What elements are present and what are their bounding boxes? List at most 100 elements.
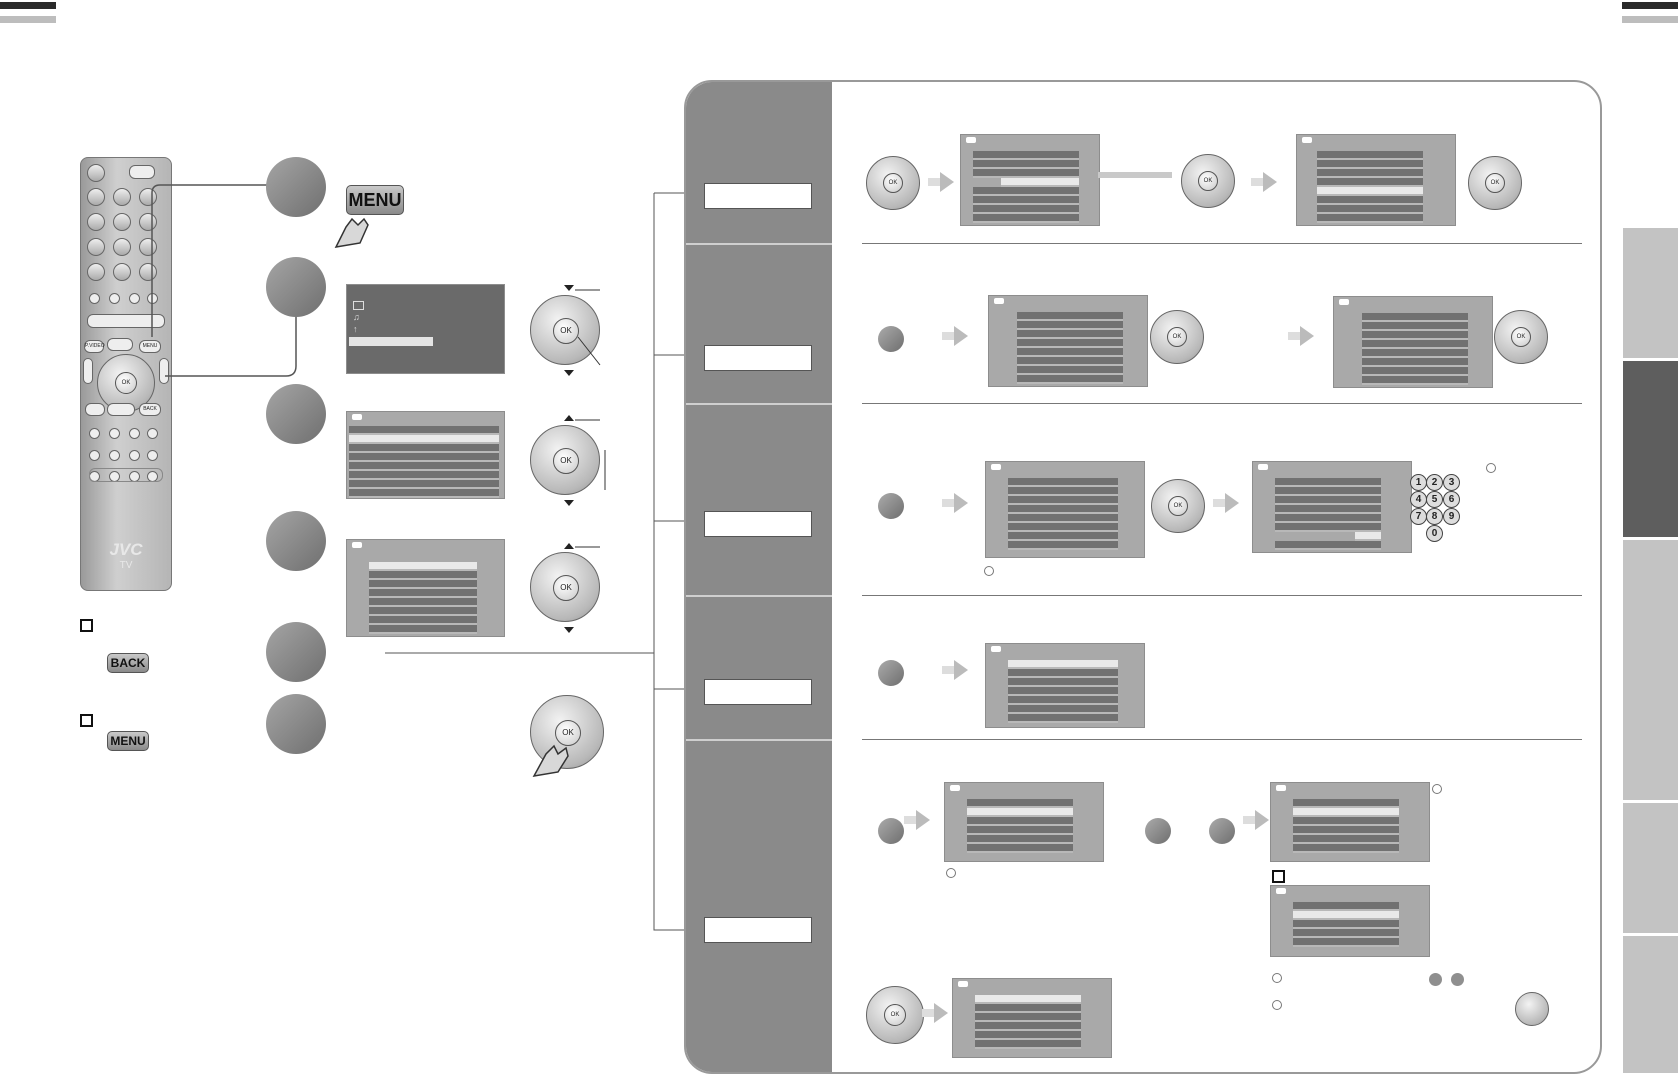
sec1-nav-pad-a[interactable]: OK [866,156,920,210]
green-button[interactable] [109,293,120,304]
colour-button-b[interactable] [1451,973,1464,986]
ff-button[interactable] [159,358,169,384]
ok-button[interactable]: OK [884,1004,906,1026]
key-4[interactable]: 4 [1410,491,1427,508]
note-ring [1272,973,1282,983]
power-button[interactable] [87,164,105,182]
pad-direction-marks [564,285,606,633]
note-square-2 [80,714,93,727]
sec1-nav-pad-b[interactable]: OK [1181,154,1235,208]
yellow-button[interactable] [129,293,140,304]
ok-button[interactable]: OK [1511,327,1531,347]
step-3-circle [266,384,326,444]
tab-4[interactable] [1623,803,1678,933]
number-0-button[interactable] [113,263,131,281]
remote-ok-button[interactable]: OK [115,372,137,394]
tab-3[interactable] [1623,540,1678,800]
ok-button[interactable]: OK [553,318,579,344]
sec2-screen-a [988,295,1148,387]
sec5-nav-pad[interactable]: OK [866,986,924,1044]
sec1-screen-b [1296,134,1456,226]
hand-press-ok-icon [532,744,569,777]
sec5-screen-b [1270,782,1430,862]
number-x-button[interactable] [87,263,105,281]
key-5[interactable]: 5 [1426,491,1443,508]
center-button[interactable] [107,338,133,351]
left-pill-button[interactable] [85,403,105,416]
sec3-nav-pad[interactable]: OK [1151,479,1205,533]
colour-button-a[interactable] [1429,973,1442,986]
ok-button[interactable]: OK [555,720,581,746]
sec1-screen-a [960,134,1100,226]
flow-arrow [1243,810,1269,830]
note-ring [1272,1000,1282,1010]
nav-pad-step3[interactable]: OK [530,425,600,495]
menu-key-small[interactable]: MENU [107,731,149,751]
tab-5[interactable] [1623,936,1678,1073]
tab-2-active[interactable] [1623,361,1678,537]
flow-arrow [942,660,968,680]
key-0[interactable]: 0 [1426,525,1443,542]
pivot-button[interactable]: P.VIDEO [84,340,105,353]
number-2-button[interactable] [113,188,131,206]
row-a3[interactable] [129,428,140,439]
number-5-button[interactable] [113,213,131,231]
menu-key[interactable]: MENU [346,185,404,215]
sec5-screen-c [1270,885,1430,957]
remote-menu-button[interactable]: MENU [139,340,161,353]
key-8[interactable]: 8 [1426,508,1443,525]
ok-button[interactable]: OK [1485,173,1505,193]
key-6[interactable]: 6 [1443,491,1460,508]
section-label-5 [704,917,812,943]
step-4-circle [266,511,326,571]
number-4-button[interactable] [87,213,105,231]
sec2-nav-pad-b[interactable]: OK [1494,310,1548,364]
tv-video-button[interactable] [129,165,155,179]
connector-bar [1098,172,1172,178]
row-a4[interactable] [147,428,158,439]
number-7-button[interactable] [87,238,105,256]
ok-button[interactable]: OK [1198,171,1218,191]
brand-logo: JVC [109,540,143,559]
key-7[interactable]: 7 [1410,508,1427,525]
number-8-button[interactable] [113,238,131,256]
sec1-nav-pad-c[interactable]: OK [1468,156,1522,210]
key-2[interactable]: 2 [1426,474,1443,491]
ok-button[interactable]: OK [1168,496,1188,516]
sec2-screen-b [1333,296,1493,388]
row-a2[interactable] [109,428,120,439]
ok-button[interactable]: OK [883,173,903,193]
key-9[interactable]: 9 [1443,508,1460,525]
remote-back-button[interactable]: BACK [139,403,161,416]
step-2-circle [266,257,326,317]
picture-icon [353,301,364,310]
back-key[interactable]: BACK [107,653,149,673]
row-b1[interactable] [89,450,100,461]
sec3-screen-b [1252,461,1412,553]
bottom-strip[interactable] [89,468,163,482]
ok-button[interactable]: OK [553,448,579,474]
row-b2[interactable] [109,450,120,461]
volume-bar[interactable] [87,314,165,328]
number-1-button[interactable] [87,188,105,206]
note-square-1 [80,619,93,632]
nav-pad-step4[interactable]: OK [530,552,600,622]
red-button[interactable] [89,293,100,304]
panel-side-column [686,82,832,1072]
mid-pill-button[interactable] [107,403,135,416]
header-bar-right-sub [1622,16,1678,23]
sec2-nav-pad-a[interactable]: OK [1150,310,1204,364]
row-a1[interactable] [89,428,100,439]
header-bar-left-sub [0,16,56,23]
ok-button[interactable]: OK [1167,327,1187,347]
ok-button[interactable]: OK [553,575,579,601]
key-1[interactable]: 1 [1410,474,1427,491]
feature-icon: ↑ [353,324,358,334]
row-b3[interactable] [129,450,140,461]
row-b4[interactable] [147,450,158,461]
key-3[interactable]: 3 [1443,474,1460,491]
rew-button[interactable] [83,358,93,384]
nav-pad-step2[interactable]: OK [530,295,600,365]
sec5-small-pad[interactable] [1515,992,1549,1026]
tab-1[interactable] [1623,228,1678,358]
